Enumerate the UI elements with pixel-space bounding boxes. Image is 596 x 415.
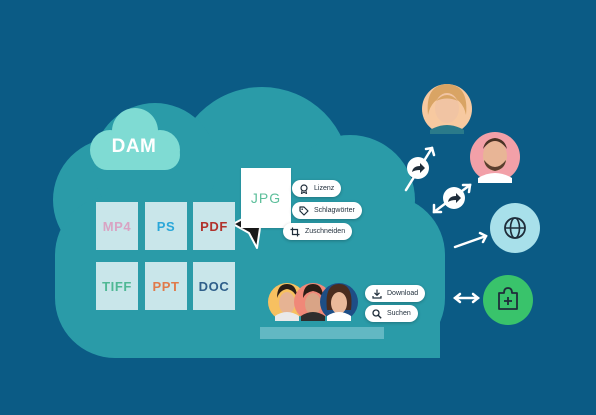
crop-action[interactable]: Zuschneiden bbox=[283, 223, 353, 240]
license-icon bbox=[298, 183, 310, 195]
plugin-icon bbox=[483, 275, 533, 325]
avatar-man-curly bbox=[294, 283, 332, 321]
license-label: Lizenz bbox=[314, 185, 335, 192]
avatar-woman-blonde bbox=[422, 84, 472, 134]
avatar-group bbox=[268, 283, 358, 321]
format-tile-tiff: TIFF bbox=[96, 262, 138, 310]
plugin-arrow bbox=[452, 292, 481, 304]
avatar-woman-brunette bbox=[320, 283, 358, 321]
format-tile-doc: DOC bbox=[193, 262, 235, 310]
download-label: Download bbox=[387, 290, 419, 297]
avatar-woman-dark-hair bbox=[268, 283, 306, 321]
search-icon bbox=[371, 308, 383, 320]
share-icon bbox=[407, 157, 429, 179]
dam-badge-cloud bbox=[90, 108, 180, 170]
format-tile-pdf: PDF bbox=[193, 202, 235, 250]
search-label: Suchen bbox=[387, 310, 411, 317]
avatar-strip bbox=[260, 327, 384, 339]
format-tile-mp4: MP4 bbox=[96, 202, 138, 250]
crop-icon bbox=[289, 226, 301, 238]
download-icon bbox=[371, 288, 383, 300]
tags-label: Schlagwörter bbox=[314, 207, 355, 214]
tags-action[interactable]: Schlagwörter bbox=[292, 202, 362, 219]
avatar-man-beard bbox=[470, 132, 520, 183]
tag-icon bbox=[298, 205, 310, 217]
format-tile-ps: PS bbox=[145, 202, 187, 250]
license-action[interactable]: Lizenz bbox=[292, 180, 342, 197]
globe-arrow bbox=[453, 231, 488, 249]
globe-icon bbox=[490, 203, 540, 253]
share-icon bbox=[443, 187, 465, 209]
jpg-asset-card[interactable]: JPG bbox=[241, 168, 291, 228]
format-tile-ppt: PPT bbox=[145, 262, 187, 310]
dam-label: DAM bbox=[111, 136, 157, 157]
search-action[interactable]: Suchen bbox=[365, 305, 418, 322]
crop-label: Zuschneiden bbox=[305, 228, 346, 235]
download-action[interactable]: Download bbox=[365, 285, 426, 302]
